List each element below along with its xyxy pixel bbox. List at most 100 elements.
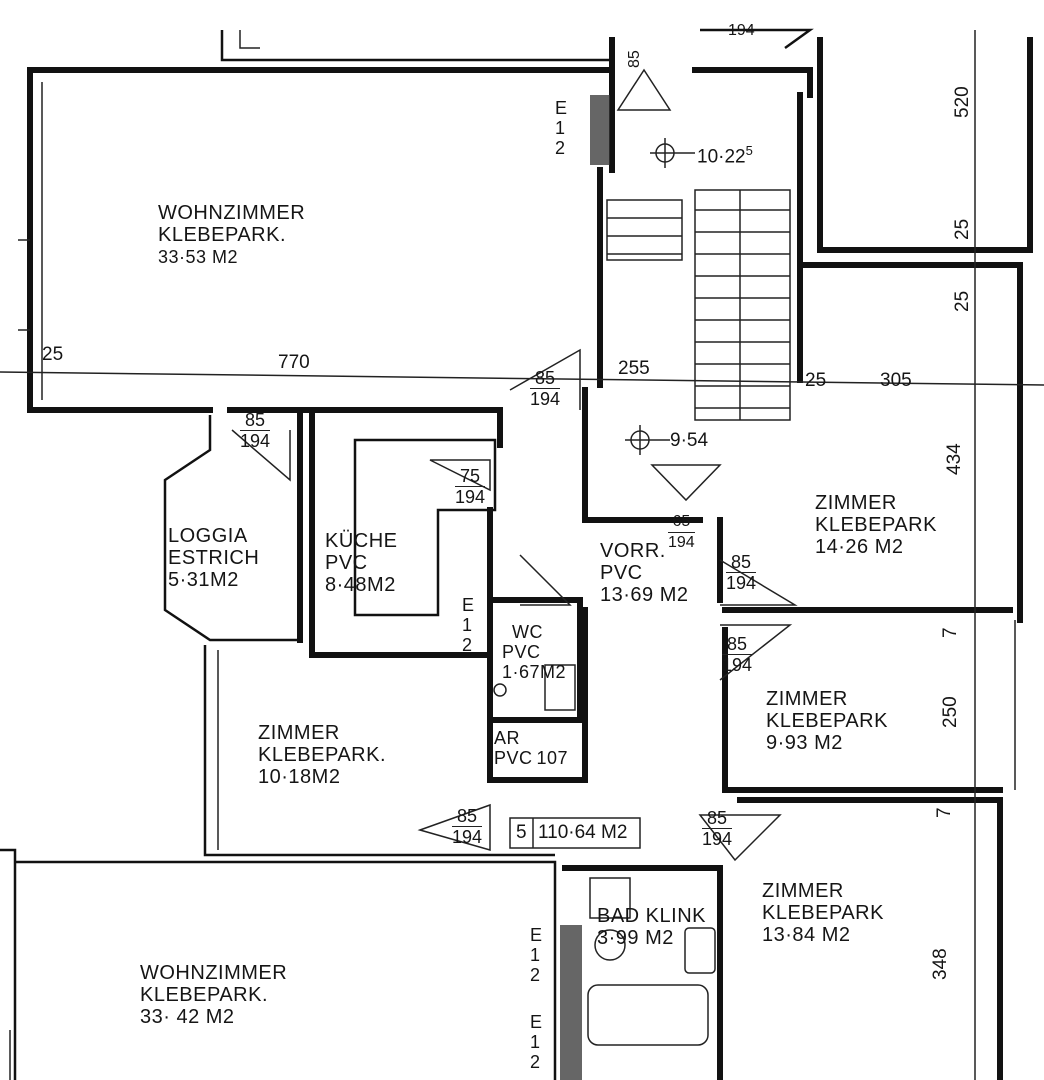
meter-label-top: E 1 2 bbox=[555, 98, 567, 158]
room-area: 8·48M2 bbox=[325, 574, 396, 596]
room-floor: KLEBEPARK bbox=[762, 902, 884, 924]
door-zimmer-1: 85 194 bbox=[726, 552, 757, 593]
meter-line: 1 bbox=[462, 615, 473, 635]
meter-line: 2 bbox=[462, 635, 473, 655]
room-name: ZIMMER bbox=[258, 722, 340, 744]
room-area: 107 bbox=[536, 748, 569, 768]
level-lower: 9·54 bbox=[670, 430, 708, 452]
loggia-outline bbox=[163, 415, 300, 642]
meter-line: E bbox=[462, 595, 475, 615]
ar-walls bbox=[487, 607, 588, 783]
room-floor: KLEBEPARK bbox=[766, 710, 888, 732]
door-height: 194 bbox=[452, 827, 483, 847]
room-floor: KLEBEPARK bbox=[815, 514, 937, 536]
level-upper: 10·225 bbox=[697, 143, 753, 168]
door-height: 194 bbox=[668, 534, 695, 551]
room-name: AR bbox=[494, 728, 521, 748]
dim-255: 255 bbox=[618, 358, 650, 379]
meter-line: E bbox=[555, 98, 568, 118]
room-name: ZIMMER bbox=[762, 880, 844, 902]
room-name: WOHNZIMMER bbox=[140, 962, 288, 984]
room-floor: ESTRICH bbox=[168, 547, 260, 569]
room-label-ar: AR PVC 107 bbox=[494, 728, 568, 768]
room-name: ZIMMER bbox=[766, 688, 848, 710]
room-floor-area: PVC 107 bbox=[494, 748, 568, 768]
dim-25-mid: 25 bbox=[805, 370, 827, 391]
level-value: 9·54 bbox=[670, 430, 709, 451]
door-width: 85 bbox=[726, 552, 757, 573]
door-swing-symbols bbox=[231, 68, 798, 862]
bathroom-walls bbox=[562, 865, 723, 1080]
dim-7-a: 7 bbox=[940, 627, 961, 638]
room-floor: PVC bbox=[494, 748, 533, 768]
room-name: WC bbox=[512, 622, 543, 642]
door-width: 65 bbox=[668, 512, 695, 533]
room-name: KÜCHE bbox=[325, 530, 398, 552]
room-label-zimmer-right-1: ZIMMER KLEBEPARK 14·26 M2 bbox=[815, 492, 937, 558]
meter-line: E bbox=[530, 925, 543, 945]
door-wohn: 85 194 bbox=[530, 368, 561, 409]
door-loggia: 85 194 bbox=[240, 410, 271, 451]
room-area: 33· 42 M2 bbox=[140, 1006, 235, 1028]
total-area-box bbox=[509, 817, 641, 849]
room-area: 13·84 M2 bbox=[762, 924, 851, 946]
dim-434: 434 bbox=[944, 443, 965, 475]
door-width: 85 bbox=[722, 634, 753, 655]
room-label-vorraum: VORR. PVC 13·69 M2 bbox=[600, 540, 689, 606]
meter-line: 2 bbox=[530, 1052, 541, 1072]
room-floor: KLEBEPARK. bbox=[258, 744, 387, 766]
door-height: 194 bbox=[726, 573, 757, 593]
room-name: VORR. bbox=[600, 540, 666, 562]
room-floor: PVC bbox=[325, 552, 368, 574]
room-area: 1·67M2 bbox=[502, 662, 567, 682]
meter-line: 1 bbox=[555, 118, 566, 138]
room-name: ZIMMER bbox=[815, 492, 897, 514]
meter-label-bottom-a: E 1 2 bbox=[530, 925, 542, 985]
wc-walls bbox=[487, 597, 583, 723]
meter-label-bottom-b: E 1 2 bbox=[530, 1012, 542, 1072]
door-width: 85 bbox=[702, 808, 733, 829]
dim-25-a: 25 bbox=[952, 218, 973, 240]
dim-25-b: 25 bbox=[952, 290, 973, 312]
dim-top-194: 194 bbox=[728, 22, 755, 39]
door-zimmer-2: 85 194 bbox=[722, 634, 753, 675]
room-floor: KLEBEPARK. bbox=[140, 984, 269, 1006]
room-area: 10·18M2 bbox=[258, 766, 341, 788]
room-name: BAD KLINK bbox=[597, 905, 706, 927]
dimension-line-horizontal bbox=[0, 371, 1044, 386]
door-height: 194 bbox=[455, 487, 486, 507]
meter-line: 2 bbox=[555, 138, 566, 158]
room-name: LOGGIA bbox=[168, 525, 248, 547]
door-width: 85 bbox=[452, 806, 483, 827]
room-label-zimmer-right-2: ZIMMER KLEBEPARK 9·93 M2 bbox=[766, 688, 888, 754]
dim-250: 250 bbox=[940, 696, 961, 728]
level-value: 10·22 bbox=[697, 146, 746, 168]
left-room-walls bbox=[203, 645, 555, 857]
room-area: 3·99 M2 bbox=[597, 927, 674, 949]
dim-348: 348 bbox=[930, 948, 951, 980]
room-label-loggia: LOGGIA ESTRICH 5·31M2 bbox=[168, 525, 259, 591]
room-label-zimmer-left: ZIMMER KLEBEPARK. 10·18M2 bbox=[258, 722, 386, 788]
door-width: 75 bbox=[455, 466, 486, 487]
dim-305: 305 bbox=[880, 370, 912, 391]
room-area: 5·31M2 bbox=[168, 569, 239, 591]
door-zimmer-left: 85 194 bbox=[452, 806, 483, 847]
room-floor: KLEBEPARK. bbox=[158, 224, 287, 246]
meter-label-kueche: E 1 2 bbox=[462, 595, 474, 655]
door-zimmer-3: 85 194 bbox=[702, 808, 733, 849]
door-width: 85 bbox=[240, 410, 271, 431]
dim-770: 770 bbox=[278, 352, 310, 373]
dim-top-85: 85 bbox=[626, 50, 643, 68]
meter-line: 1 bbox=[530, 1032, 541, 1052]
room-label-bad: BAD KLINK 3·99 M2 bbox=[597, 905, 706, 949]
door-height: 194 bbox=[530, 389, 561, 409]
lower-living-room-walls bbox=[0, 848, 17, 1080]
level-superscript: 5 bbox=[745, 143, 753, 158]
total-area-value: 110·64 M2 bbox=[538, 822, 628, 843]
room-area: 33·53 M2 bbox=[158, 247, 239, 267]
room-label-wohnzimmer-top: WOHNZIMMER KLEBEPARK. 33·53 M2 bbox=[158, 202, 305, 268]
level-markers bbox=[625, 138, 695, 455]
door-height: 194 bbox=[702, 829, 733, 849]
top-wall-fragment bbox=[220, 30, 610, 62]
